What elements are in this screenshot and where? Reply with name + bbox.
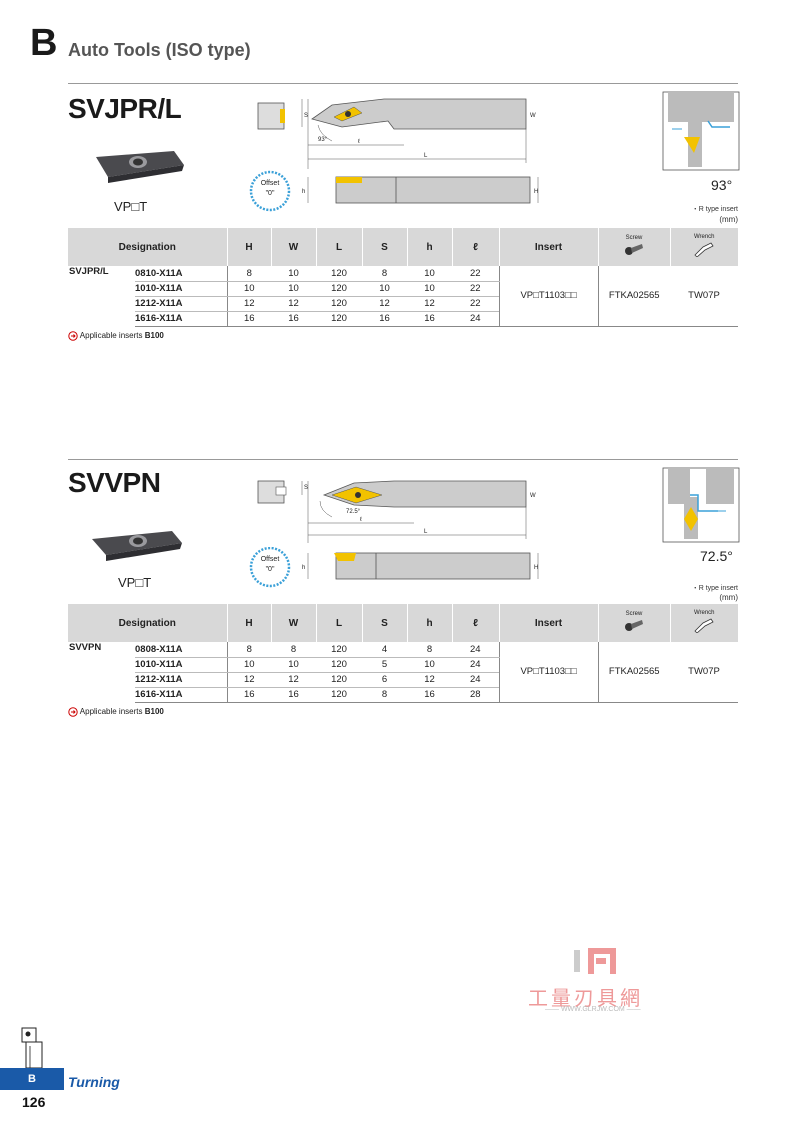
svg-text:h: h: [302, 189, 305, 195]
insert-code: VP□T1103□□: [498, 642, 598, 703]
col-wrench: Wrench: [669, 604, 738, 642]
col-S: S: [361, 604, 407, 642]
dim-w: W: [530, 493, 536, 499]
tool-side-view-diagram: Offset "0" h H: [249, 547, 538, 588]
svg-text:"0": "0": [266, 190, 275, 197]
insert-photo: [92, 531, 182, 561]
col-designation: Designation: [68, 228, 227, 266]
r-type-note: ・R type insert: [691, 206, 738, 213]
wrench-icon: [694, 618, 714, 634]
unit-label: (mm): [719, 215, 738, 224]
r-type-note: ・R type insert: [691, 585, 738, 592]
watermark-url: —— WWW.GLRJW.COM ——: [545, 1006, 641, 1013]
series-name: SVJPR/L: [69, 266, 109, 277]
insert-type-label: VP□T: [118, 575, 152, 590]
col-l: ℓ: [451, 604, 499, 642]
section-svjpr: SVJPR/L VP□T S W 93° ℓ L Offset "0": [68, 83, 740, 343]
dim-l-small: ℓ: [360, 516, 362, 523]
section-divider: [68, 83, 738, 84]
dim-w: W: [530, 113, 536, 119]
col-insert: Insert: [498, 228, 598, 266]
application-diagram: [662, 467, 740, 543]
series-name: SVVPN: [69, 642, 102, 653]
model-name: SVJPR/L: [68, 93, 182, 124]
approach-angle: 72.5°: [700, 548, 733, 564]
section-label: Turning: [68, 1074, 120, 1090]
table-row: 1212-X11A 12 12 120 12 12 22: [68, 296, 738, 312]
header-letter: B: [30, 22, 58, 64]
spec-table: Designation H W L S h ℓ Insert Screw Wre…: [68, 228, 738, 327]
dim-angle: 93°: [318, 137, 328, 143]
col-S: S: [361, 228, 407, 266]
col-W: W: [270, 604, 316, 642]
model-name: SVVPN: [68, 467, 161, 498]
screw-icon: [625, 620, 643, 631]
svg-text:Offset: Offset: [261, 556, 280, 563]
watermark-text: 工量刃具網: [528, 988, 643, 1010]
col-L: L: [315, 228, 362, 266]
insert-type-label: VP□T: [114, 199, 148, 214]
table-row: 1616-X11A 16 16 120 16 16 24: [68, 311, 738, 327]
unit-label: (mm): [719, 593, 738, 602]
col-screw: Screw: [597, 604, 670, 642]
col-H: H: [226, 228, 271, 266]
insert-code: VP□T1103□□: [498, 266, 598, 327]
arrow-circle-icon: [68, 331, 78, 341]
col-insert: Insert: [498, 604, 598, 642]
spec-table: Designation H W L S h ℓ Insert Screw Wre…: [68, 604, 738, 703]
tool-top-view-diagram: S W 72.5° ℓ L: [257, 480, 536, 543]
svg-text:h: h: [302, 565, 305, 571]
col-wrench: Wrench: [669, 228, 738, 266]
insert-photo: [96, 151, 184, 183]
watermark-logo-icon: [574, 948, 616, 974]
col-h: h: [406, 228, 452, 266]
col-H: H: [226, 604, 271, 642]
screw-code: FTKA02565: [597, 266, 670, 327]
svg-text:"0": "0": [266, 566, 275, 573]
table-row: SVVPN 0808-X11A 8 8 120 4 8 24 VP□T1103□…: [68, 642, 738, 703]
wrench-code: TW07P: [670, 642, 738, 703]
table-row: 1010-X11A 10 10 120 5 10 24: [68, 657, 738, 673]
section-tab: B: [0, 1068, 64, 1090]
applicable-inserts-note: Applicable inserts B100: [68, 331, 164, 341]
dim-s: S: [304, 113, 308, 119]
application-diagram: [662, 91, 740, 171]
tool-side-view-diagram: Offset "0" h H: [249, 170, 538, 212]
wrench-icon: [694, 242, 714, 258]
page-title: Auto Tools (ISO type): [68, 40, 251, 60]
dim-s: S: [304, 485, 308, 491]
dim-l: L: [424, 153, 428, 159]
svg-text:H: H: [534, 189, 538, 195]
col-h: h: [406, 604, 452, 642]
dim-l: L: [424, 529, 428, 535]
arrow-circle-icon: [68, 707, 78, 717]
dim-l-small: ℓ: [358, 138, 360, 145]
col-designation: Designation: [68, 604, 227, 642]
dim-angle: 72.5°: [346, 509, 361, 515]
table-row: 1212-X11A 12 12 120 6 12 24: [68, 672, 738, 688]
svg-text:H: H: [534, 565, 538, 571]
turning-tool-icon: [21, 1027, 43, 1068]
table-row: 1616-X11A 16 16 120 8 16 28: [68, 687, 738, 703]
svg-text:Offset: Offset: [261, 180, 280, 187]
table-row: SVJPR/L 0810-X11A 8 10 120 8 10 22 VP□T1…: [68, 266, 738, 327]
tool-top-view-diagram: S W 93° ℓ L: [257, 98, 536, 169]
screw-code: FTKA02565: [597, 642, 670, 703]
col-l: ℓ: [451, 228, 499, 266]
wrench-code: TW07P: [670, 266, 738, 327]
applicable-inserts-note: Applicable inserts B100: [68, 707, 164, 717]
section-divider: [68, 459, 738, 460]
screw-icon: [625, 244, 643, 255]
page-number: 126: [22, 1094, 46, 1110]
col-W: W: [270, 228, 316, 266]
table-row: 1010-X11A 10 10 120 10 10 22: [68, 281, 738, 297]
col-screw: Screw: [597, 228, 670, 266]
section-svvpn: SVVPN VP□T S W 72.5° ℓ L Offset "0" h H: [68, 459, 740, 719]
col-L: L: [315, 604, 362, 642]
approach-angle: 93°: [711, 177, 733, 193]
